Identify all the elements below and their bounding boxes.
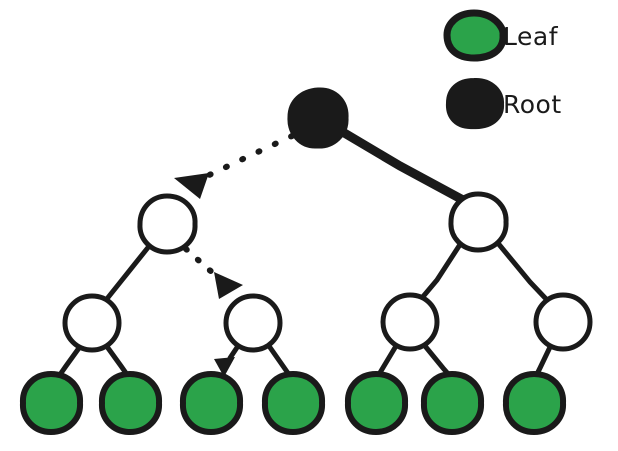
edge-lr-to-leaf-3 <box>227 343 241 361</box>
legend-root-marker-icon <box>445 77 505 130</box>
tree-nodes <box>19 87 593 435</box>
traversal-path-root-to-left-internal <box>202 133 295 180</box>
leaf-node-circle[interactable] <box>19 371 84 435</box>
node-leaf-7[interactable] <box>502 371 567 435</box>
leaf-node-circle[interactable] <box>261 371 326 435</box>
edge-ll-to-leaf-1 <box>56 345 82 379</box>
legend-leaf-marker-icon <box>443 9 507 62</box>
root-node-circle[interactable] <box>287 87 349 149</box>
node-lr-internal[interactable] <box>223 293 283 353</box>
node-leaf-3[interactable] <box>179 371 244 435</box>
leaf-node-circle[interactable] <box>420 371 485 435</box>
internal-node-circle[interactable] <box>62 293 122 353</box>
edge-root-to-right-internal <box>336 126 468 205</box>
edge-right-internal-to-rl <box>418 240 464 302</box>
node-leaf-1[interactable] <box>19 371 84 435</box>
node-ll-internal[interactable] <box>62 293 122 353</box>
leaf-node-circle[interactable] <box>98 371 163 435</box>
traversal-arrowheads <box>174 173 243 377</box>
node-left-internal[interactable] <box>137 193 198 255</box>
legend-root-label: Root <box>503 90 562 119</box>
node-leaf-5[interactable] <box>344 371 409 435</box>
traversal-arrows <box>183 133 295 285</box>
leaf-node-circle[interactable] <box>502 371 567 435</box>
legend-leaf-label: Leaf <box>503 22 559 51</box>
arrowhead-to-lr-internal <box>214 272 243 299</box>
arrowhead-to-left-internal <box>174 173 209 199</box>
node-leaf-6[interactable] <box>420 371 485 435</box>
internal-node-circle[interactable] <box>533 292 593 352</box>
edge-right-internal-to-rr <box>494 239 551 304</box>
node-leaf-2[interactable] <box>98 371 163 435</box>
legend-item-leaf[interactable]: Leaf <box>443 9 559 62</box>
tree-edges <box>56 126 554 379</box>
node-rl-internal[interactable] <box>380 292 440 352</box>
internal-node-circle[interactable] <box>223 293 283 353</box>
legend-item-root[interactable]: Root <box>445 77 562 130</box>
edge-left-internal-to-ll <box>103 242 153 303</box>
internal-node-circle[interactable] <box>448 191 509 253</box>
node-right-internal[interactable] <box>448 191 509 253</box>
internal-node-circle[interactable] <box>380 292 440 352</box>
internal-node-circle[interactable] <box>137 193 198 255</box>
arrowhead-to-leaf-3 <box>214 357 235 377</box>
legend: Leaf Root <box>443 9 562 130</box>
node-rr-internal[interactable] <box>533 292 593 352</box>
leaf-node-circle[interactable] <box>344 371 409 435</box>
node-root[interactable] <box>287 87 349 149</box>
node-leaf-4[interactable] <box>261 371 326 435</box>
leaf-node-circle[interactable] <box>179 371 244 435</box>
